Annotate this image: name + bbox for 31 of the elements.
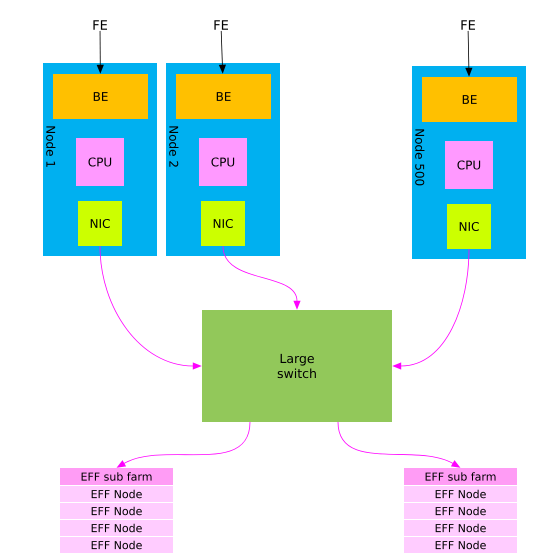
eff-node-row: EFF Node (404, 520, 517, 536)
node-label: EFF Node (92, 524, 142, 532)
be-box: BE (422, 77, 517, 122)
cpu-box: CPU (199, 138, 247, 186)
node-label: EFF Node (436, 524, 486, 532)
cpu-box: CPU (445, 141, 493, 189)
cpu-box: CPU (76, 138, 124, 186)
be-box: BE (53, 74, 148, 119)
nic-box: NIC (447, 204, 491, 249)
fe-label: FE (214, 20, 228, 30)
nic-box: NIC (78, 201, 122, 246)
sub-farm-header: EFF sub farm (60, 468, 173, 485)
eff-node-row: EFF Node (404, 537, 517, 553)
node-label: EFF Node (436, 490, 486, 498)
eff-node-row: EFF Node (60, 486, 173, 502)
node-label: EFF Node (92, 506, 142, 516)
eff-node-row: EFF Node (404, 503, 517, 519)
be-box: BE (176, 74, 271, 119)
sub-farm-header: EFF sub farm (404, 468, 517, 485)
node-label: EFF Node (436, 506, 486, 516)
switch-box: Large switch (202, 310, 392, 422)
fe-label: FE (461, 20, 475, 30)
nic-box: NIC (201, 201, 245, 246)
eff-node-row: EFF Node (404, 486, 517, 502)
node-label: EFF Node (92, 540, 142, 550)
fe-label: FE (93, 20, 108, 30)
eff-node-row: EFF Node (60, 503, 173, 519)
eff-node-row: EFF Node (60, 520, 173, 536)
node-label: EFF Node (92, 490, 142, 498)
node-label: EFF Node (436, 540, 486, 550)
eff-node-row: EFF Node (60, 537, 173, 553)
